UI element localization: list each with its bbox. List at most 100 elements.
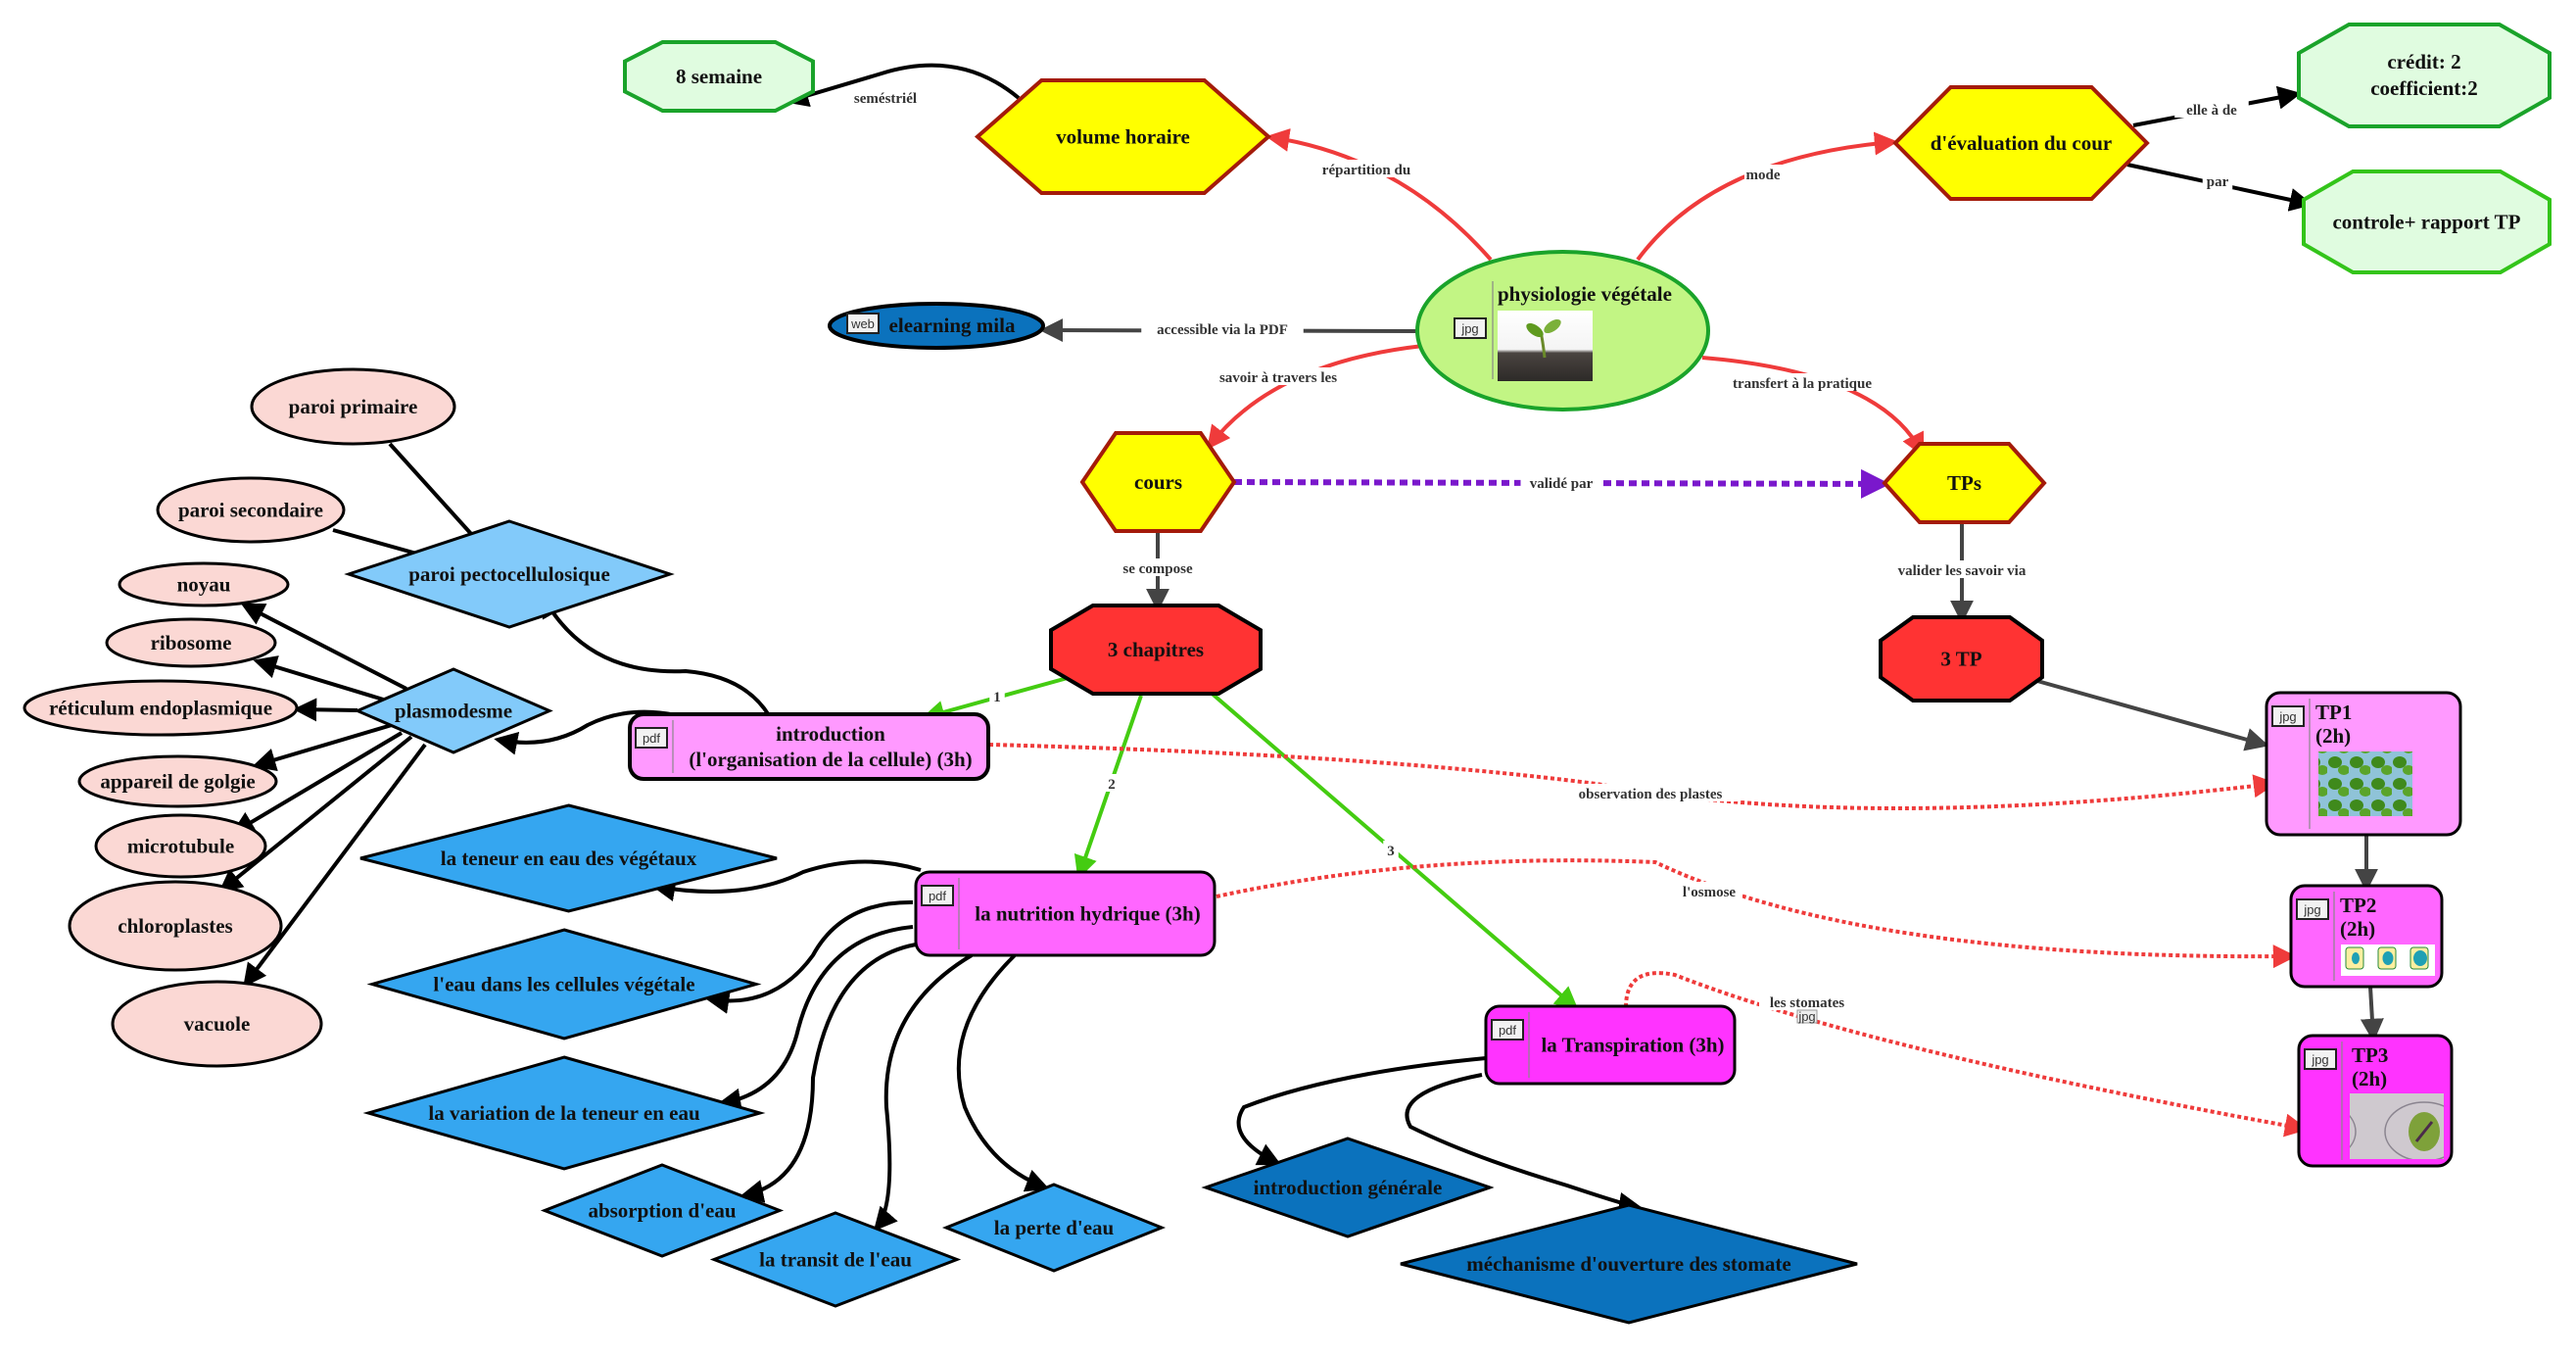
- edge-transpiration-to-intro-generale[interactable]: [1236, 1056, 1487, 1166]
- node-chapitres[interactable]: 3 chapitres: [1049, 604, 1263, 696]
- node-intro-generale[interactable]: introduction générale: [1201, 1137, 1495, 1238]
- edge-plasmodesme-to-noyau[interactable]: [240, 603, 407, 691]
- node-shape[interactable]: [1049, 604, 1263, 696]
- jpg-attachment-icon[interactable]: [2271, 705, 2305, 727]
- edge-transpiration-to-mechanisme[interactable]: [1405, 1073, 1643, 1216]
- edge-plasmodesme-to-ribosome[interactable]: [253, 655, 391, 703]
- node-absorption[interactable]: absorption d'eau: [540, 1163, 785, 1258]
- edge-intro-to-paroi-pecto[interactable]: [541, 593, 771, 717]
- node-golgie[interactable]: appareil de golgie: [77, 754, 278, 808]
- node-plasmodesme[interactable]: plasmodesme: [354, 667, 553, 754]
- node-shape[interactable]: [709, 1211, 962, 1308]
- node-paroi-secondaire[interactable]: paroi secondaire: [156, 476, 346, 544]
- edge-intro-to-plasmodesme[interactable]: [494, 709, 677, 755]
- jpg-attachment-icon[interactable]: [2296, 898, 2329, 920]
- edge-nutrition-to-absorption[interactable]: [739, 943, 917, 1203]
- edge-nutrition-to-transit[interactable]: [873, 953, 974, 1232]
- edge-central-to-tps[interactable]: [1701, 356, 1925, 458]
- edge-plasmodesme-to-reticulum[interactable]: [293, 698, 358, 722]
- edge-volume-to-semaine[interactable]: [785, 63, 1021, 108]
- node-teneur[interactable]: la teneur en eau des végétaux: [359, 803, 778, 913]
- pdf-attachment-icon[interactable]: [1491, 1019, 1524, 1041]
- edge-plasmodesme-to-chloroplastes[interactable]: [218, 735, 413, 894]
- web-attachment-icon[interactable]: [846, 313, 880, 334]
- node-variation[interactable]: la variation de la teneur en eau: [362, 1055, 766, 1171]
- node-shape[interactable]: [2302, 170, 2552, 274]
- node-shape[interactable]: [111, 980, 323, 1068]
- node-semaine[interactable]: 8 semaine: [623, 40, 815, 113]
- node-shape[interactable]: [914, 870, 1216, 957]
- node-shape[interactable]: [974, 78, 1272, 195]
- edge-nutrition-to-eau-cellules[interactable]: [705, 899, 914, 1014]
- node-perte[interactable]: la perte d'eau: [941, 1183, 1167, 1273]
- node-shape[interactable]: [68, 880, 283, 972]
- edge-plasmodesme-to-vacuole[interactable]: [243, 743, 427, 988]
- node-shape[interactable]: [1892, 85, 2150, 201]
- node-volume[interactable]: volume horaire: [974, 78, 1272, 195]
- edge-transpiration-to-tp3[interactable]: [1624, 971, 2309, 1138]
- jpg-attachment-icon[interactable]: [1796, 1009, 1818, 1024]
- node-shape[interactable]: [1079, 431, 1237, 533]
- node-eau-cellules[interactable]: l'eau dans les cellules végétale: [366, 928, 762, 1041]
- node-shape[interactable]: [366, 928, 762, 1041]
- node-shape[interactable]: [344, 519, 675, 629]
- edge-paroi-pecto-to-paroi-secondaire[interactable]: [332, 528, 421, 557]
- node-troistp[interactable]: 3 TP: [1879, 615, 2044, 702]
- node-shape[interactable]: [1484, 1004, 1737, 1086]
- node-vacuole[interactable]: vacuole: [111, 980, 323, 1068]
- edge-central-to-volume[interactable]: [1265, 127, 1493, 262]
- node-shape[interactable]: [105, 617, 277, 668]
- node-chloroplastes[interactable]: chloroplastes: [68, 880, 283, 972]
- node-shape[interactable]: [94, 813, 267, 879]
- node-shape[interactable]: [623, 40, 815, 113]
- node-cours[interactable]: cours: [1079, 431, 1237, 533]
- node-evaluation[interactable]: d'évaluation du cour: [1892, 85, 2150, 201]
- node-paroi-pecto[interactable]: paroi pectocellulosique: [344, 519, 675, 629]
- node-noyau[interactable]: noyau: [118, 561, 290, 607]
- node-transit[interactable]: la transit de l'eau: [709, 1211, 962, 1308]
- node-shape[interactable]: [1882, 442, 2047, 524]
- node-shape[interactable]: [354, 667, 553, 754]
- node-shape[interactable]: [23, 679, 299, 737]
- node-shape[interactable]: [828, 302, 1045, 350]
- edge-nutrition-to-perte[interactable]: [956, 953, 1050, 1192]
- node-tps[interactable]: TPs: [1882, 442, 2047, 524]
- node-reticulum[interactable]: réticulum endoplasmique: [23, 679, 299, 737]
- edge-central-to-evaluation[interactable]: [1636, 131, 1898, 262]
- edge-troistp-to-tp1[interactable]: [2036, 679, 2269, 751]
- jpg-attachment-icon[interactable]: [2304, 1048, 2337, 1070]
- edge-paroi-pecto-to-paroi-primaire[interactable]: [388, 442, 474, 537]
- node-mechanisme[interactable]: méchanisme d'ouverture des stomate: [1400, 1203, 1858, 1325]
- node-shape[interactable]: [118, 561, 290, 607]
- edge-nutrition-to-tp2[interactable]: [1216, 858, 2297, 969]
- node-shape[interactable]: [156, 476, 346, 544]
- node-shape[interactable]: [1400, 1203, 1858, 1325]
- edge-nutrition-to-variation[interactable]: [717, 925, 914, 1112]
- node-microtubule[interactable]: microtubule: [94, 813, 267, 879]
- node-shape[interactable]: [250, 367, 456, 446]
- node-paroi-primaire[interactable]: paroi primaire: [250, 367, 456, 446]
- node-ribosome[interactable]: ribosome: [105, 617, 277, 668]
- node-shape[interactable]: [1879, 615, 2044, 702]
- node-shape[interactable]: [359, 803, 778, 913]
- node-shape[interactable]: [362, 1055, 766, 1171]
- edge-nutrition-to-teneur[interactable]: [651, 859, 922, 901]
- node-shape[interactable]: [628, 712, 990, 781]
- node-shape[interactable]: [540, 1163, 785, 1258]
- node-shape[interactable]: [1201, 1137, 1495, 1238]
- edge-plasmodesme-to-golgie[interactable]: [252, 723, 393, 772]
- node-shape[interactable]: [941, 1183, 1167, 1273]
- edge-tp2-to-tp3[interactable]: [2360, 986, 2384, 1042]
- node-controle[interactable]: controle+ rapport TP: [2302, 170, 2552, 274]
- pdf-attachment-icon[interactable]: [635, 727, 668, 749]
- edge-central-to-cours[interactable]: [1207, 344, 1424, 450]
- node-shape[interactable]: [77, 754, 278, 808]
- pdf-attachment-icon[interactable]: [921, 885, 954, 906]
